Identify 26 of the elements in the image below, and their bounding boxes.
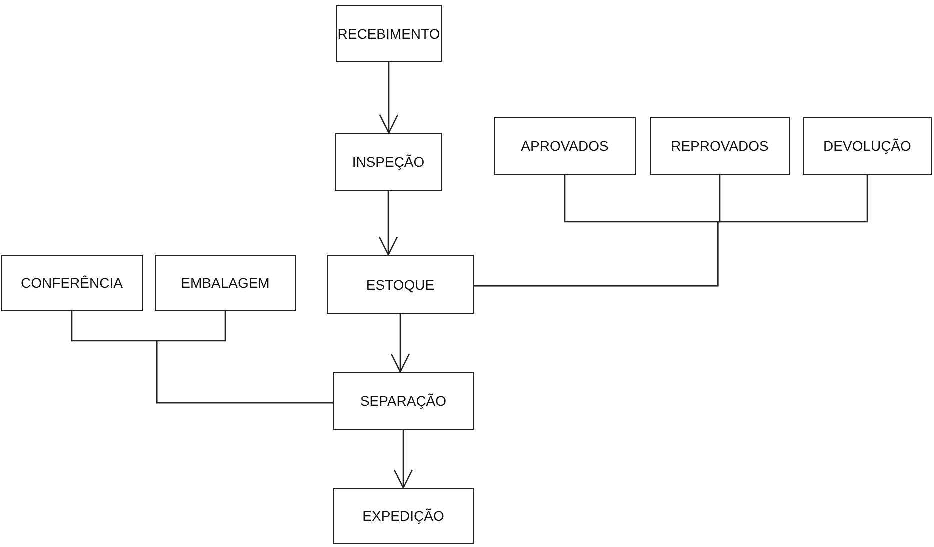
arrow (394, 430, 414, 489)
process-box (803, 117, 932, 175)
process-box (333, 488, 474, 544)
box-label: APROVADOS (521, 138, 609, 154)
process-box (335, 133, 442, 191)
box-label: ESTOQUE (366, 276, 435, 292)
box-label: CONFERÊNCIA (21, 275, 123, 291)
box-label: RECEBIMENTO (338, 26, 440, 42)
process-box (327, 255, 474, 314)
process-box (1, 255, 143, 311)
box-label: EXPEDIÇÃO (362, 508, 444, 524)
box-label: DEVOLUÇÃO (824, 138, 912, 154)
arrow (379, 62, 399, 134)
arrow (378, 191, 398, 256)
process-box (650, 117, 790, 175)
connector-line (474, 175, 868, 287)
box-label: SEPARAÇÃO (360, 393, 447, 409)
process-box (333, 372, 474, 430)
process-box (494, 117, 636, 175)
box-label: EMBALAGEM (181, 275, 270, 291)
box-label: INSPEÇÃO (352, 154, 425, 170)
box-label: REPROVADOS (671, 138, 769, 154)
process-box (336, 5, 442, 62)
arrow (390, 314, 410, 373)
process-box (155, 255, 296, 311)
connector-line (156, 311, 333, 404)
